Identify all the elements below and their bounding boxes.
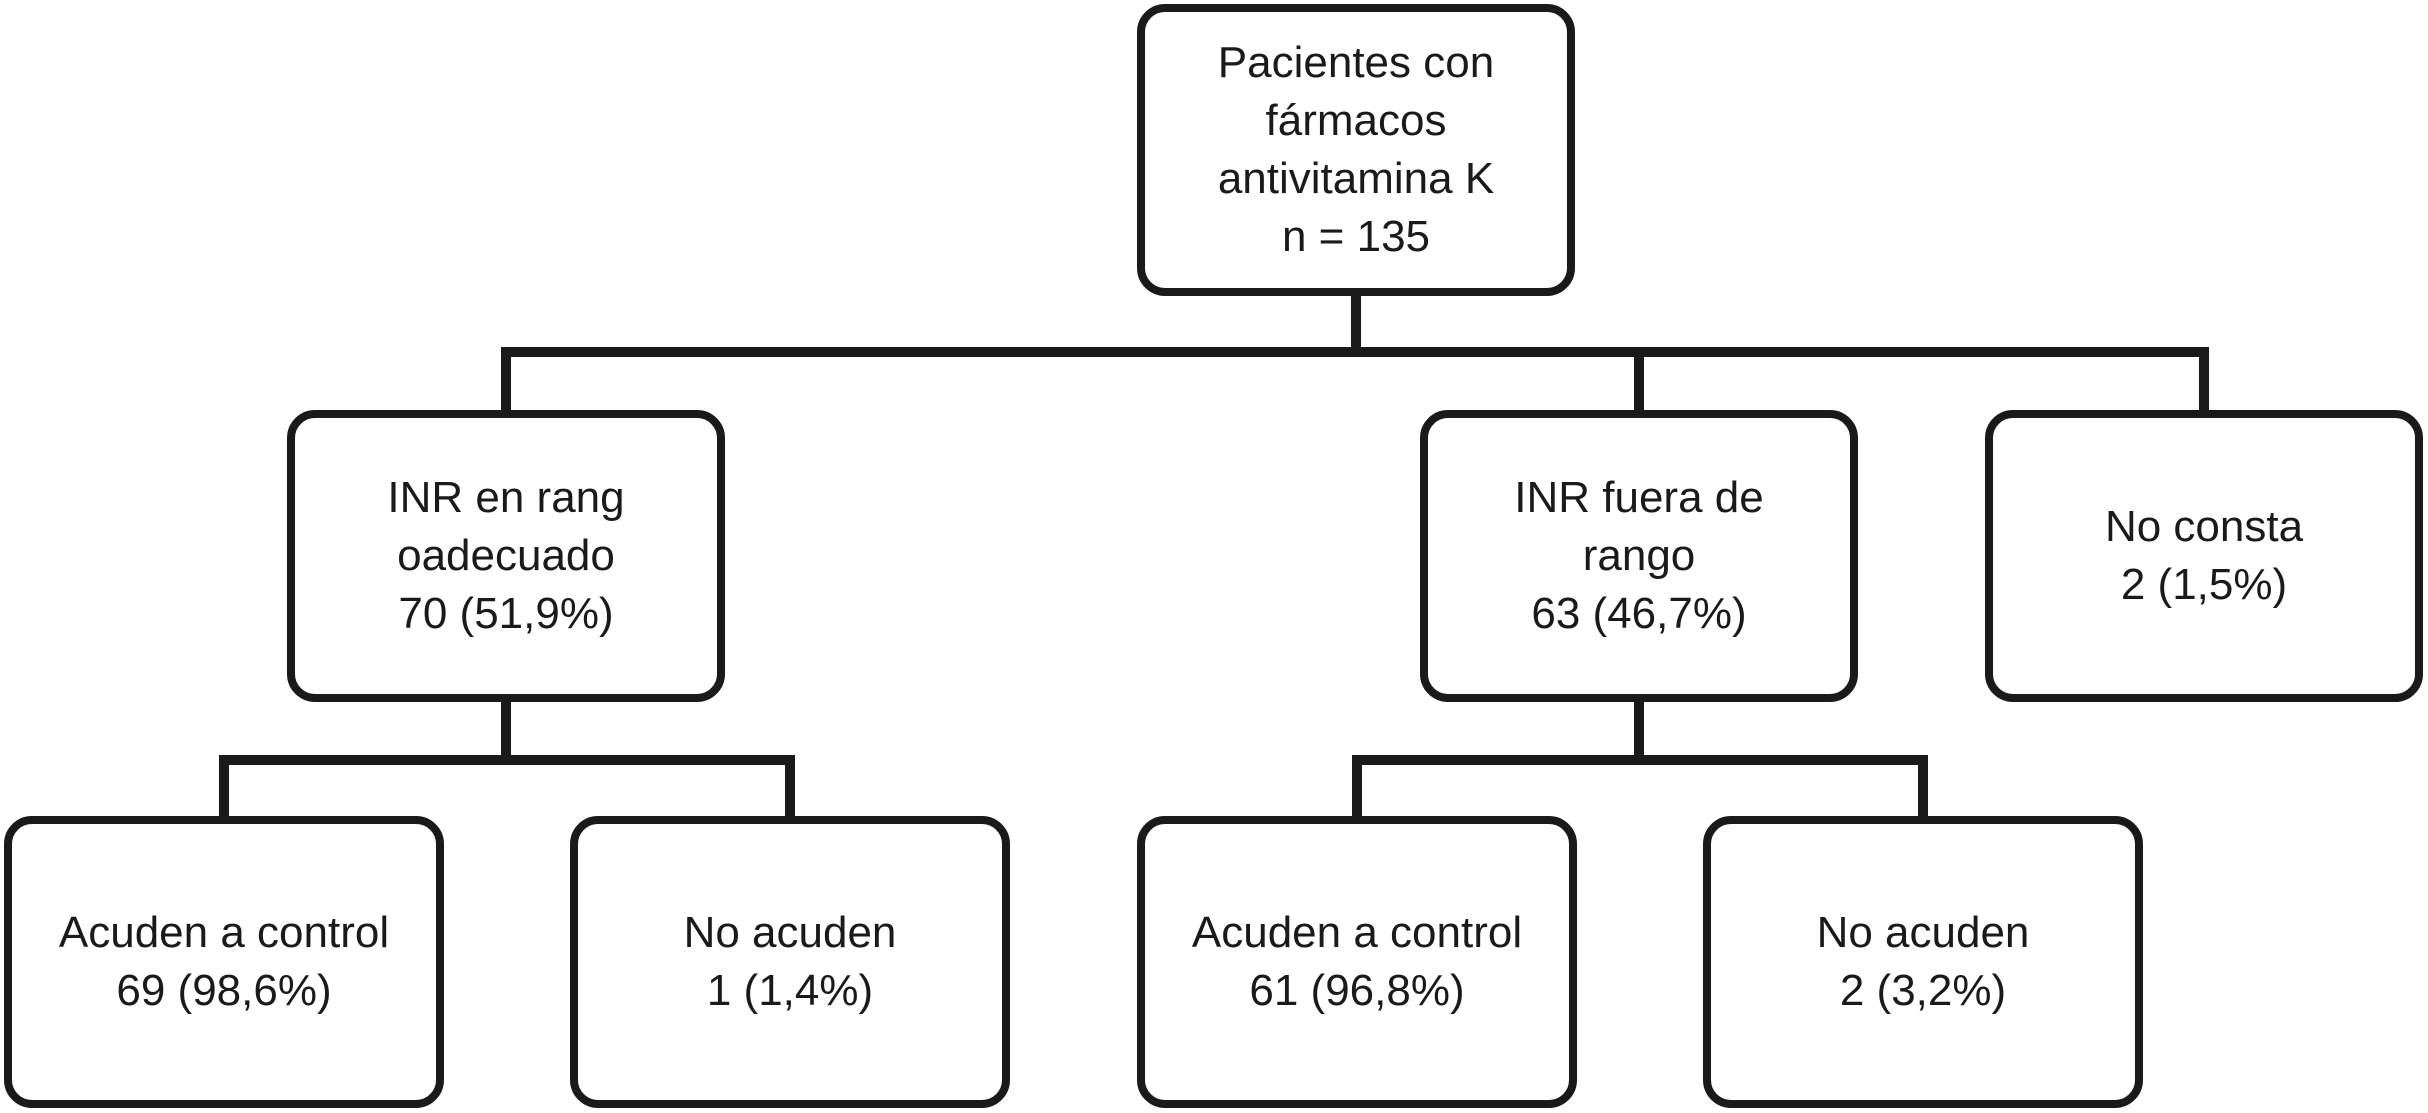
node-inr-out-of-range: INR fuera de rango 63 (46,7%) [1420,410,1858,702]
node-in-range-attend-label: Acuden a control 69 (98,6%) [58,908,390,1015]
node-inr-out-of-range-label: INR fuera de rango 63 (46,7%) [1514,473,1764,638]
node-in-range-no-attend: No acuden 1 (1,4%) [570,816,1010,1108]
node-out-range-attend-label: Acuden a control 61 (96,8%) [1191,908,1523,1015]
node-out-range-attend: Acuden a control 61 (96,8%) [1137,816,1577,1108]
node-inr-in-range: INR en rang oadecuado 70 (51,9%) [287,410,725,702]
node-out-range-no-attend: No acuden 2 (3,2%) [1703,816,2143,1108]
node-no-consta: No consta 2 (1,5%) [1985,410,2423,702]
node-in-range-no-attend-label: No acuden 1 (1,4%) [683,908,897,1015]
node-root-patients: Pacientes con fármacos antivitamina K n … [1137,4,1575,296]
node-out-range-no-attend-label: No acuden 2 (3,2%) [1816,908,2030,1015]
node-root-label: Pacientes con fármacos antivitamina K n … [1217,38,1495,261]
node-no-consta-label: No consta 2 (1,5%) [2104,502,2304,609]
node-inr-in-range-label: INR en rang oadecuado 70 (51,9%) [387,473,625,638]
node-in-range-attend: Acuden a control 69 (98,6%) [4,816,444,1108]
